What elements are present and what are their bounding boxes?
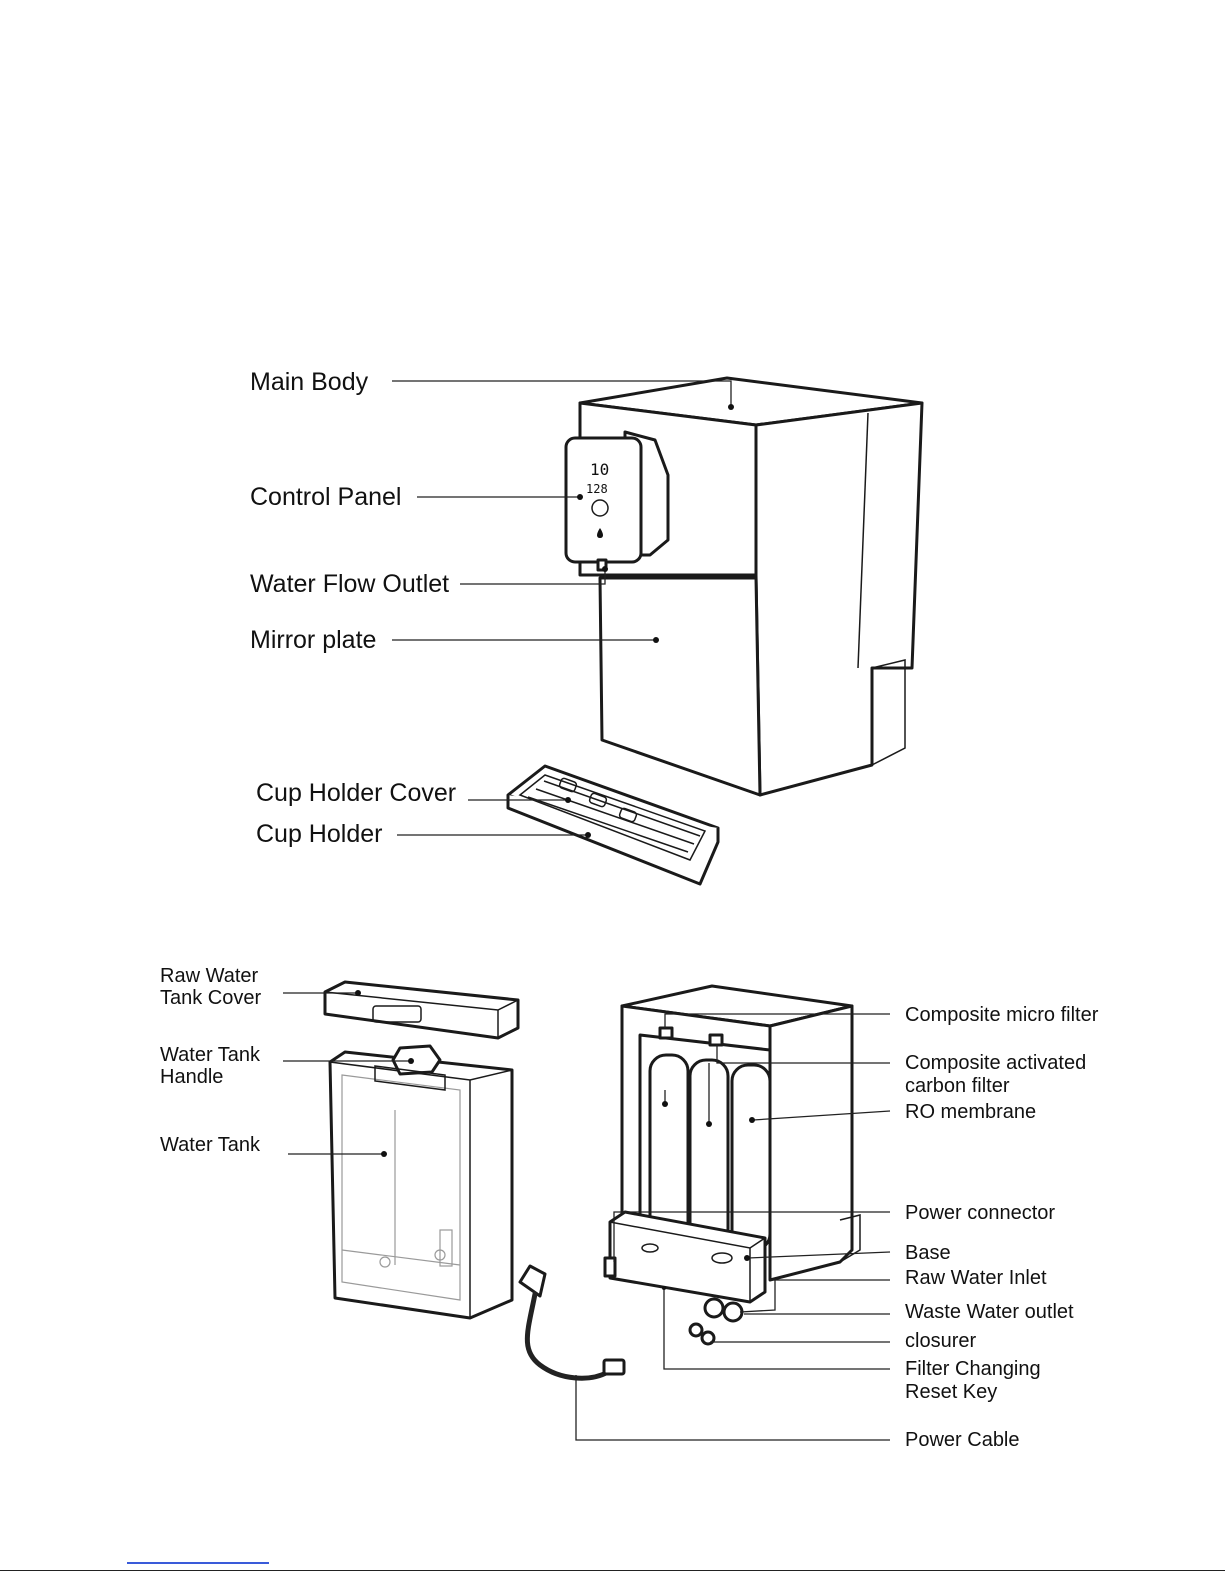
label-closurer: closurer (905, 1330, 976, 1352)
label-water-flow-outlet: Water Flow Outlet (250, 570, 449, 598)
label-power-connector: Power connector (905, 1202, 1055, 1224)
label-waste-water-outlet: Waste Water outlet (905, 1301, 1074, 1323)
label-mirror-plate: Mirror plate (250, 626, 376, 654)
footer-link-underline[interactable] (127, 1562, 269, 1564)
label-water-tank: Water Tank (160, 1134, 261, 1156)
tank-leader-lines (283, 990, 414, 1157)
water-drop-icon (597, 528, 603, 538)
label-composite-activated-carbon-filter-line2: carbon filter (905, 1075, 1010, 1097)
label-filter-changing-reset-key-line2: Reset Key (905, 1381, 997, 1403)
interior-leader-lines (575, 1013, 891, 1441)
cup-holder-illustration (506, 764, 720, 886)
label-filter-changing-reset-key-line1: Filter Changing (905, 1358, 1041, 1380)
label-water-tank-handle-line2: Handle (160, 1066, 223, 1088)
label-main-body: Main Body (250, 368, 369, 396)
label-composite-activated-carbon-filter-line1: Composite activated (905, 1052, 1086, 1074)
label-raw-water-inlet: Raw Water Inlet (905, 1267, 1047, 1289)
label-water-tank-handle-line1: Water Tank (160, 1044, 261, 1066)
label-cup-holder-cover: Cup Holder Cover (256, 779, 456, 807)
display-top-value: 10 (590, 460, 609, 479)
label-power-cable: Power Cable (905, 1429, 1020, 1451)
footer-rule (0, 1570, 1225, 1571)
label-base: Base (905, 1242, 951, 1264)
main-unit-illustration: 10 128 (564, 376, 924, 797)
power-cable-illustration (518, 1264, 626, 1381)
label-raw-water-tank-cover-line1: Raw Water (160, 965, 259, 987)
label-control-panel: Control Panel (250, 483, 401, 511)
unit-interior-illustration (603, 984, 861, 1346)
upper-leader-lines (392, 380, 734, 838)
display-bottom-value: 128 (586, 482, 608, 496)
label-ro-membrane: RO membrane (905, 1101, 1036, 1123)
label-cup-holder: Cup Holder (256, 820, 382, 848)
water-tank-illustration (323, 980, 520, 1320)
label-raw-water-tank-cover-line2: Tank Cover (160, 987, 261, 1009)
label-composite-micro-filter: Composite micro filter (905, 1004, 1099, 1026)
